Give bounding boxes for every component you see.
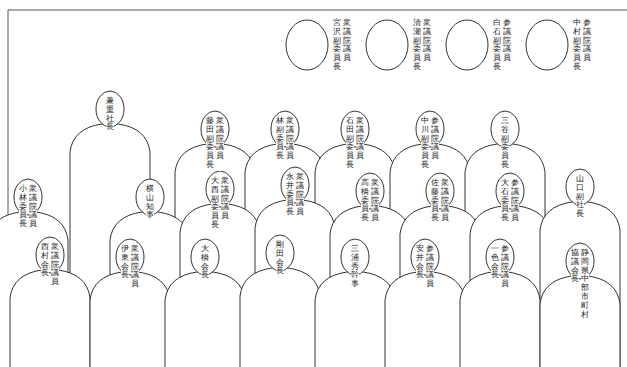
- name-label: 中川副委員長: [421, 116, 429, 171]
- name-label: 三浦秀幹事: [351, 244, 359, 290]
- name-label: 清瀬副委員長: [413, 18, 421, 73]
- name-label: 衆議院議員: [29, 184, 37, 230]
- label-columns: 三浦秀幹事: [351, 244, 359, 290]
- name-label: 山口副社長: [576, 174, 584, 220]
- name-label: 衆議院議員: [343, 18, 351, 73]
- label-columns: 参議院議員安井会長: [416, 244, 434, 290]
- name-label: 静岡県中部市町村: [581, 248, 589, 320]
- label-columns: 衆議院議員宮沢副委員長: [333, 18, 351, 73]
- label-columns: 大橋会長: [201, 244, 209, 281]
- name-label: 衆議院議員: [131, 244, 139, 290]
- label-columns: 参議院議員中村副委員長: [573, 18, 591, 73]
- portrait-circle: 衆議院議員清瀬副委員長: [365, 18, 437, 76]
- person-outline: [85, 238, 175, 367]
- name-label: 永井委員長: [286, 172, 294, 218]
- label-columns: 衆議院議員大西副委員長: [211, 176, 229, 231]
- name-label: 参議院議員: [501, 244, 509, 290]
- label-columns: 静岡県中部市町村協議会長: [571, 248, 589, 320]
- label-columns: 衆議院議員高橋委員長: [361, 178, 379, 224]
- name-label: 白石副委員長: [493, 18, 501, 73]
- name-label: 佐藤委員長: [431, 178, 439, 224]
- name-label: 衆議院議員: [356, 116, 364, 171]
- label-columns: 衆議院議員林副委員長: [276, 116, 294, 162]
- name-label: 参議院議員: [511, 178, 519, 224]
- label-columns: 衆議院議員永井委員長: [286, 172, 304, 218]
- label-columns: 衆議院議員伊東会長: [121, 244, 139, 290]
- label-columns: 兼重社長: [106, 96, 114, 133]
- person-silhouette: 衆議院議員西村会長: [5, 236, 95, 367]
- name-label: 石田副委員長: [346, 116, 354, 171]
- portrait-circle: 衆議院議員宮沢副委員長: [285, 18, 357, 76]
- name-label: 参議院議員: [431, 116, 439, 171]
- label-columns: 参議院議員白石副委員長: [493, 18, 511, 73]
- name-label: 衆議院議員: [286, 116, 294, 162]
- label-columns: 山口副社長: [576, 174, 584, 220]
- name-label: 衆議院議員: [216, 116, 224, 171]
- person-outline: [380, 238, 470, 367]
- person-silhouette: 参議院議員一色会長: [455, 238, 545, 367]
- name-label: 三谷副委員長: [501, 116, 509, 171]
- label-columns: 衆議院議員石田副委員長: [346, 116, 364, 171]
- name-label: 小林委員長: [19, 184, 27, 230]
- name-label: 一色会長: [491, 244, 499, 290]
- name-label: 安井会長: [416, 244, 424, 290]
- label-columns: 衆議院議員藤田副委員長: [206, 116, 224, 171]
- label-columns: 剛田会長: [276, 240, 284, 277]
- name-label: 参議院議員: [583, 18, 591, 73]
- name-label: 藤田副委員長: [206, 116, 214, 171]
- person-silhouette: 静岡県中部市町村協議会長: [535, 242, 625, 367]
- name-label: 西村会長: [41, 242, 49, 288]
- name-label: 剛田会長: [276, 240, 284, 277]
- person-silhouette: 参議院議員安井会長: [380, 238, 470, 367]
- label-columns: 参議院議員一色会長: [491, 244, 509, 290]
- label-columns: 衆議院議員清瀬副委員長: [413, 18, 431, 73]
- person-outline: [455, 238, 545, 367]
- name-label: 大橋会長: [201, 244, 209, 281]
- portrait-circle: 参議院議員白石副委員長: [445, 18, 517, 76]
- name-label: 衆議院議員: [423, 18, 431, 73]
- label-columns: 横山知事: [146, 184, 154, 221]
- name-label: 衆議院議員: [221, 176, 229, 231]
- name-label: 協議会長: [571, 248, 579, 320]
- person-outline: [535, 242, 625, 367]
- name-label: 参議院議員: [426, 244, 434, 290]
- name-label: 衆議院議員: [296, 172, 304, 218]
- name-label: 林副委員長: [276, 116, 284, 162]
- name-label: 宮沢副委員長: [333, 18, 341, 73]
- name-label: 衆議院議員: [371, 178, 379, 224]
- name-label: 衆議院議員: [441, 178, 449, 224]
- label-columns: 衆議院議員佐藤委員長: [431, 178, 449, 224]
- name-label: 衆議院議員: [51, 242, 59, 288]
- label-columns: 衆議院議員小林委員長: [19, 184, 37, 230]
- label-columns: 三谷副委員長: [501, 116, 509, 171]
- name-label: 兼重社長: [106, 96, 114, 133]
- person-silhouette: 剛田会長: [235, 234, 325, 367]
- name-label: 伊東会長: [121, 244, 129, 290]
- name-label: 中村副委員長: [573, 18, 581, 73]
- label-columns: 参議院議員中川副委員長: [421, 116, 439, 171]
- person-outline: [5, 236, 95, 367]
- portrait-circle: 参議院議員中村副委員長: [525, 18, 597, 76]
- name-label: 高橋委員長: [361, 178, 369, 224]
- name-label: 参議院議員: [503, 18, 511, 73]
- label-columns: 衆議院議員西村会長: [41, 242, 59, 288]
- label-columns: 参議院議員大石委員長: [501, 178, 519, 224]
- person-silhouette: 衆議院議員伊東会長: [85, 238, 175, 367]
- name-label: 大石委員長: [501, 178, 509, 224]
- person-silhouette: 大橋会長: [160, 238, 250, 367]
- name-label: 大西副委員長: [211, 176, 219, 231]
- name-label: 横山知事: [146, 184, 154, 221]
